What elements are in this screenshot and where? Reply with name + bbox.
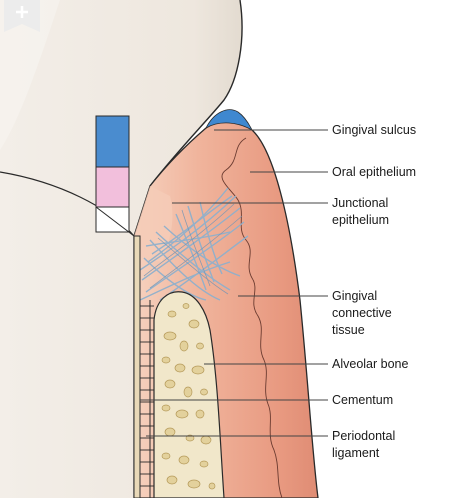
label-junctional-epithelium: Junctional epithelium (332, 195, 389, 229)
fiber-shading (143, 203, 243, 295)
label-gingival-connective-tissue: Gingival connective tissue (332, 288, 392, 339)
label-periodontal-line-2: ligament (332, 446, 380, 460)
label-oral-epithelium: Oral epithelium (332, 165, 417, 179)
enamel-shade (0, 0, 60, 150)
label-gingival-sulcus: Gingival sulcus (332, 123, 417, 137)
gingival-sulcus-fluid (205, 109, 253, 132)
tooth-enamel (0, 0, 243, 498)
crown-key-diagonal (95, 206, 135, 237)
crown-key-pink (95, 166, 130, 208)
label-connective-line-2: connective (332, 306, 392, 320)
crown-edge-line (149, 0, 243, 187)
label-connective-line-1: Gingival (332, 289, 378, 303)
label-periodontal-line-1: Periodontal (332, 429, 396, 443)
label-junctional-line-2: epithelium (332, 213, 389, 227)
periodontal-ligament-fibers (140, 305, 154, 487)
bone-marrow-spaces (161, 303, 216, 490)
label-periodontal-ligament: Periodontal ligament (332, 428, 395, 462)
label-connective-line-3: tissue (332, 323, 365, 337)
leader-lines (140, 129, 328, 437)
crown-key-blue (95, 115, 130, 168)
label-cementum: Cementum (332, 393, 394, 407)
label-alveolar-bone: Alveolar bone (332, 357, 409, 371)
label-junctional-line-1: Junctional (332, 196, 389, 210)
plus-ribbon-icon[interactable] (0, 0, 44, 34)
cementum (133, 235, 141, 498)
gingival-fibers (139, 187, 249, 301)
